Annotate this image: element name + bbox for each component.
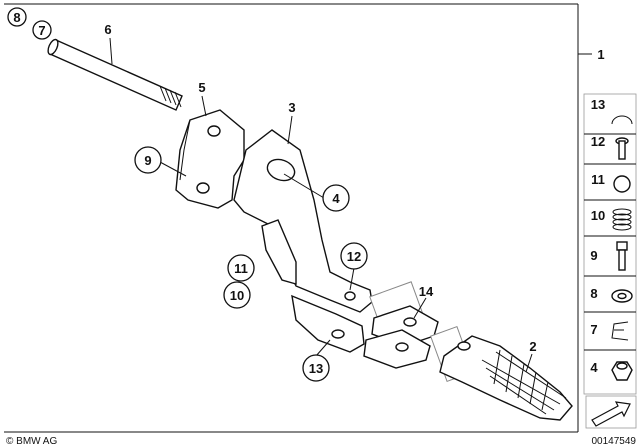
callout-8-circle[interactable] xyxy=(7,7,27,27)
ball-icon xyxy=(613,175,631,193)
legend-number-13: 13 xyxy=(591,97,605,112)
parts-legend: 13 12 11 10 9 8 7 4 xyxy=(583,93,637,395)
callout-8: 8 xyxy=(13,10,20,25)
callout-12: 12 xyxy=(347,249,361,264)
diagram-id: 00147549 xyxy=(592,436,637,447)
footpeg-part xyxy=(439,335,573,421)
callout-9-circle[interactable] xyxy=(134,146,162,174)
leader-5 xyxy=(201,95,207,117)
circlip-icon xyxy=(611,115,633,125)
callout-14: 14 xyxy=(419,284,434,299)
shaft-part xyxy=(47,38,183,111)
arrow-icon xyxy=(585,395,637,429)
callout-10: 10 xyxy=(230,288,244,303)
clamp-block-part xyxy=(175,109,245,209)
legend-number-9: 9 xyxy=(590,248,597,263)
legend-number-4: 4 xyxy=(590,360,598,375)
callout-13: 13 xyxy=(309,361,323,376)
callout-4: 4 xyxy=(332,191,340,206)
callout-2: 2 xyxy=(529,339,536,354)
leader-9 xyxy=(159,161,187,177)
callout-1: 1 xyxy=(597,47,604,62)
nut-icon xyxy=(611,361,633,381)
copyright-text: © BMW AG xyxy=(6,436,57,447)
spring-icon xyxy=(612,208,632,231)
hinge-part xyxy=(363,281,475,382)
callout-11: 11 xyxy=(234,261,248,276)
screw-icon xyxy=(616,241,628,271)
callout-12-circle[interactable] xyxy=(340,242,368,270)
lower-mount-part xyxy=(291,294,365,353)
legend-number-10: 10 xyxy=(591,208,605,223)
callout-10-circle[interactable] xyxy=(223,281,251,309)
leader-2 xyxy=(525,353,533,373)
leader-6 xyxy=(109,37,113,65)
leader-12 xyxy=(349,267,355,291)
bracket-part xyxy=(233,129,373,313)
callout-13-circle[interactable] xyxy=(302,354,330,382)
legend-number-12: 12 xyxy=(591,134,605,149)
legend-number-8: 8 xyxy=(590,286,597,301)
washer-icon xyxy=(611,289,633,303)
callout-4-circle[interactable] xyxy=(322,184,350,212)
leader-4 xyxy=(283,173,325,199)
legend-number-7: 7 xyxy=(590,322,597,337)
leader-14 xyxy=(413,297,427,319)
callout-7-circle[interactable] xyxy=(32,20,52,40)
callout-5: 5 xyxy=(198,80,205,95)
callout-11-circle[interactable] xyxy=(227,254,255,282)
bolt-icon xyxy=(615,137,629,160)
callout-3: 3 xyxy=(288,100,295,115)
legend-number-11: 11 xyxy=(591,172,605,187)
clip-icon xyxy=(611,321,629,341)
leader-3 xyxy=(287,115,293,145)
leader-13 xyxy=(315,339,331,357)
callout-9: 9 xyxy=(144,153,151,168)
callout-6: 6 xyxy=(104,22,111,37)
callout-7: 7 xyxy=(38,23,45,38)
